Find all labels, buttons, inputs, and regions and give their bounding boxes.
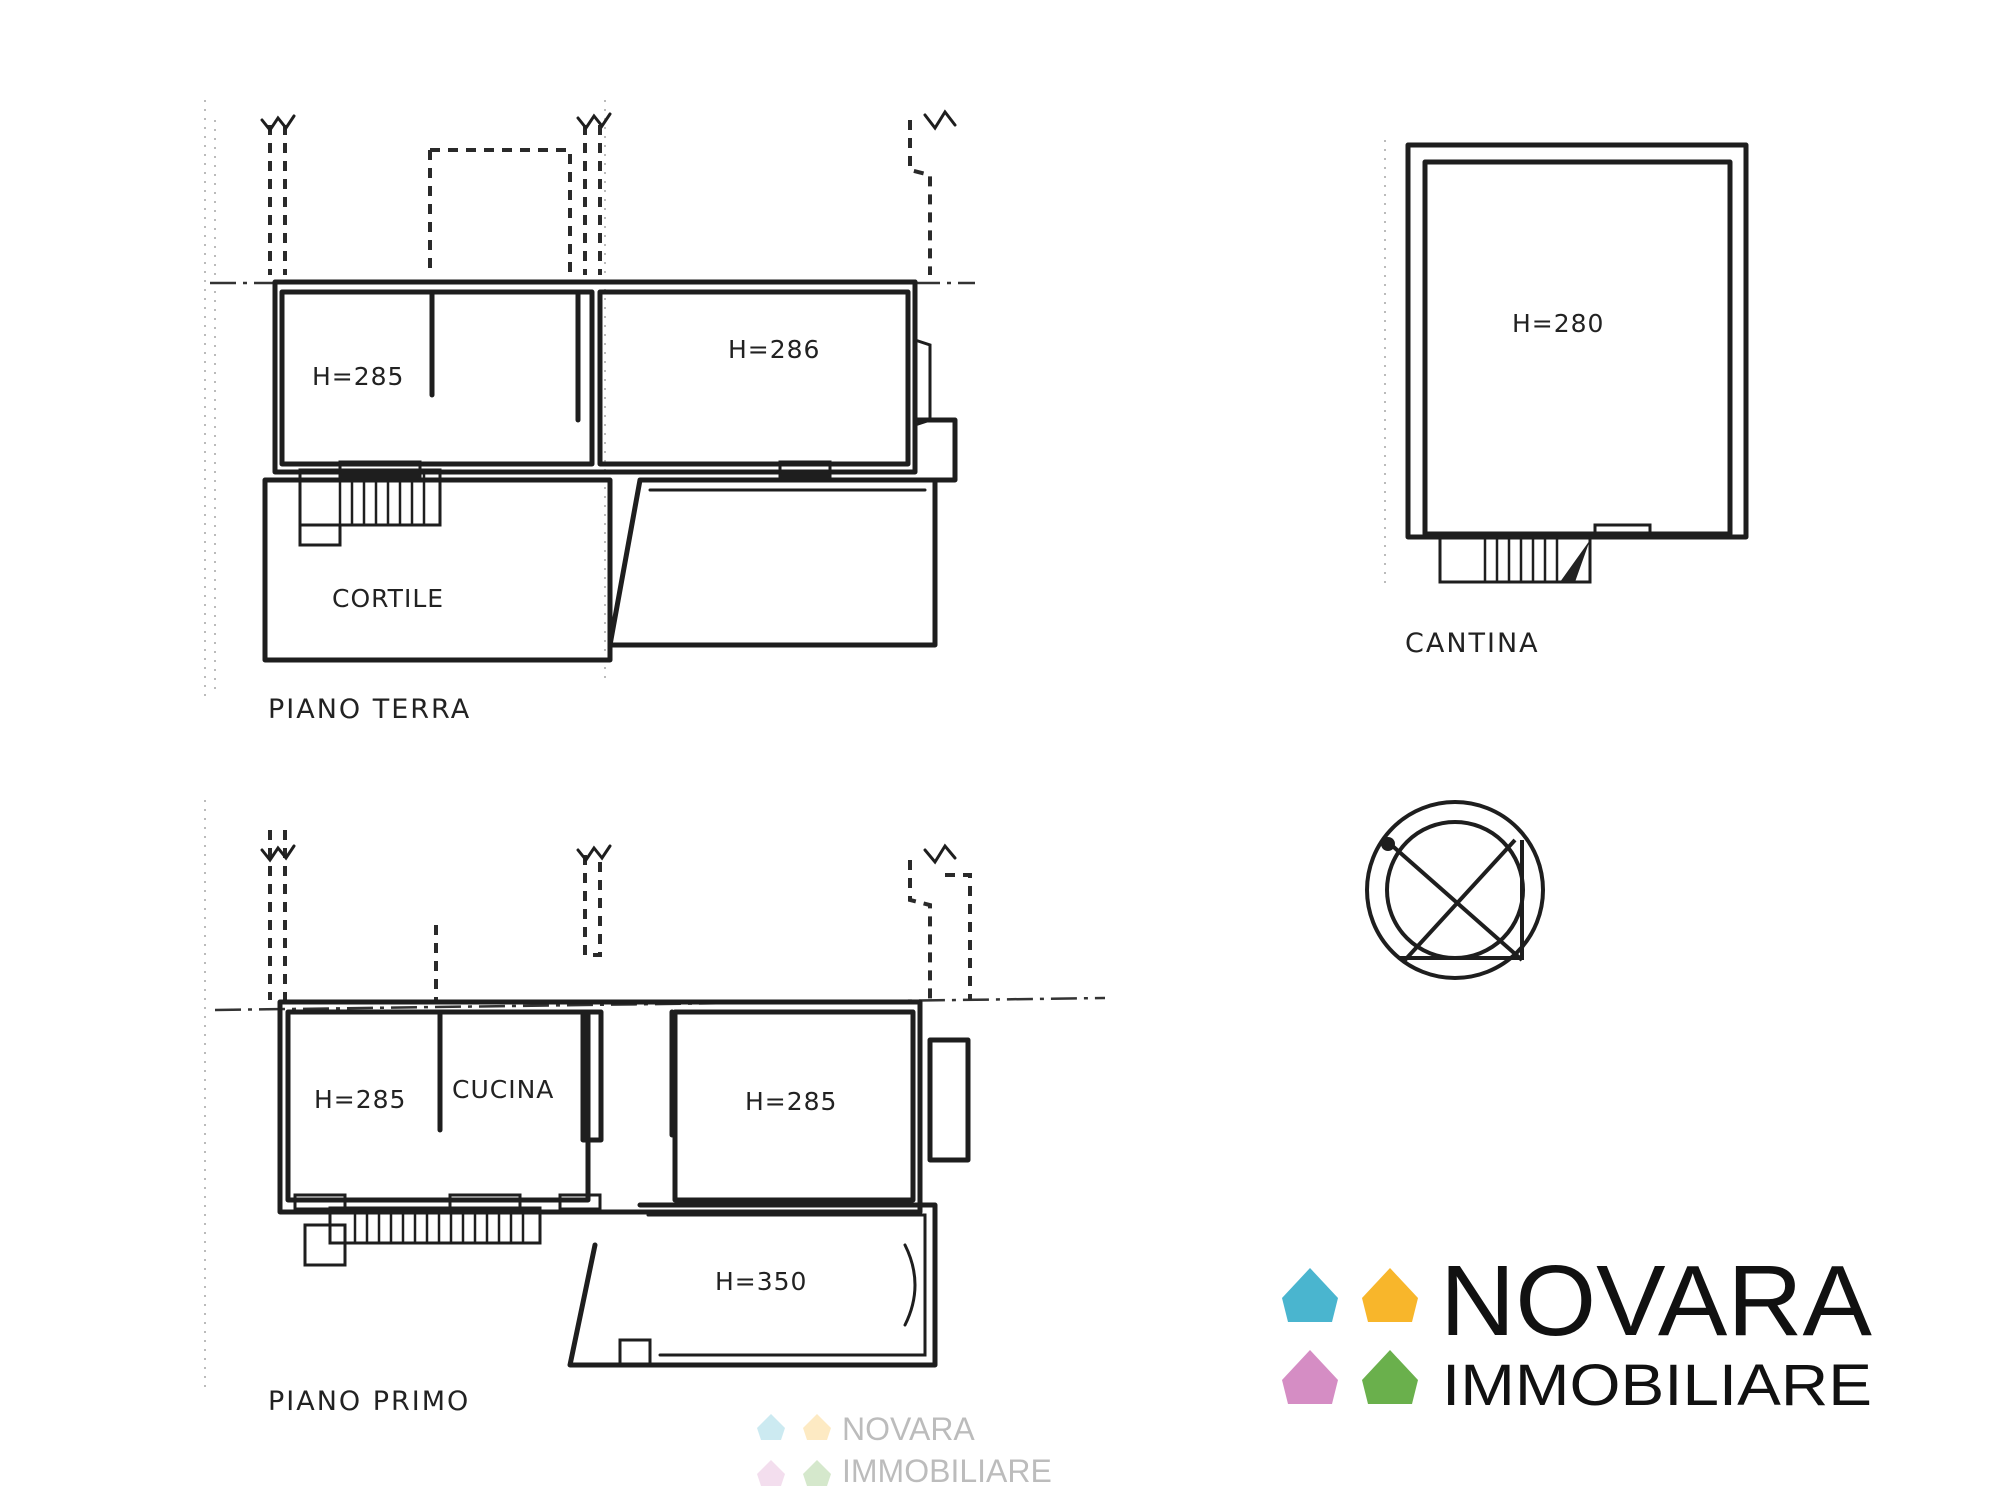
first-floor-label: PIANO PRIMO	[268, 1386, 470, 1417]
grid-traces	[204, 100, 1386, 1390]
courtyard-label: CORTILE	[332, 584, 444, 613]
first-right-room-height: H=285	[745, 1087, 837, 1116]
house-pin-icon	[1362, 1350, 1418, 1404]
ground-stair	[298, 468, 442, 547]
ground-floor-label: PIANO TERRA	[268, 694, 471, 725]
first-floor-stair	[303, 1206, 542, 1267]
ground-floor-plan: H=285 H=286 CORTILE PIANO TERRA	[210, 109, 975, 725]
first-left-room-height: H=285	[314, 1085, 406, 1114]
house-pin-icon	[1362, 1268, 1418, 1322]
kitchen-label: CUCINA	[452, 1075, 554, 1104]
cellar-stair	[1438, 535, 1592, 584]
watermark-line1: NOVARA	[842, 1411, 975, 1447]
house-pin-icon	[1282, 1350, 1338, 1404]
house-pin-icon	[757, 1460, 785, 1486]
cellar-label: CANTINA	[1405, 628, 1540, 659]
logo-line1: NOVARA	[1440, 1245, 1872, 1357]
brand-logo: NOVARA IMMOBILIARE	[1282, 1245, 1872, 1418]
watermark-line2: IMMOBILIARE	[842, 1453, 1052, 1489]
house-pin-icon	[1282, 1268, 1338, 1322]
watermark: NOVARA IMMOBILIARE	[757, 1411, 1052, 1489]
cellar-height: H=280	[1512, 309, 1604, 338]
house-pin-icon	[803, 1414, 831, 1440]
logo-line2: IMMOBILIARE	[1442, 1353, 1872, 1418]
ground-right-room-height: H=286	[728, 335, 820, 364]
first-floor-plan: H=285 CUCINA H=285 H=350 PIANO PRIMO	[214, 830, 1106, 1417]
ground-left-room-height: H=285	[312, 362, 404, 391]
first-lower-room-height: H=350	[715, 1267, 807, 1296]
compass-symbol-icon	[1365, 800, 1545, 980]
cellar-plan: H=280 CANTINA	[1405, 142, 1749, 659]
house-pin-icon	[757, 1414, 785, 1440]
house-pin-icon	[803, 1460, 831, 1486]
